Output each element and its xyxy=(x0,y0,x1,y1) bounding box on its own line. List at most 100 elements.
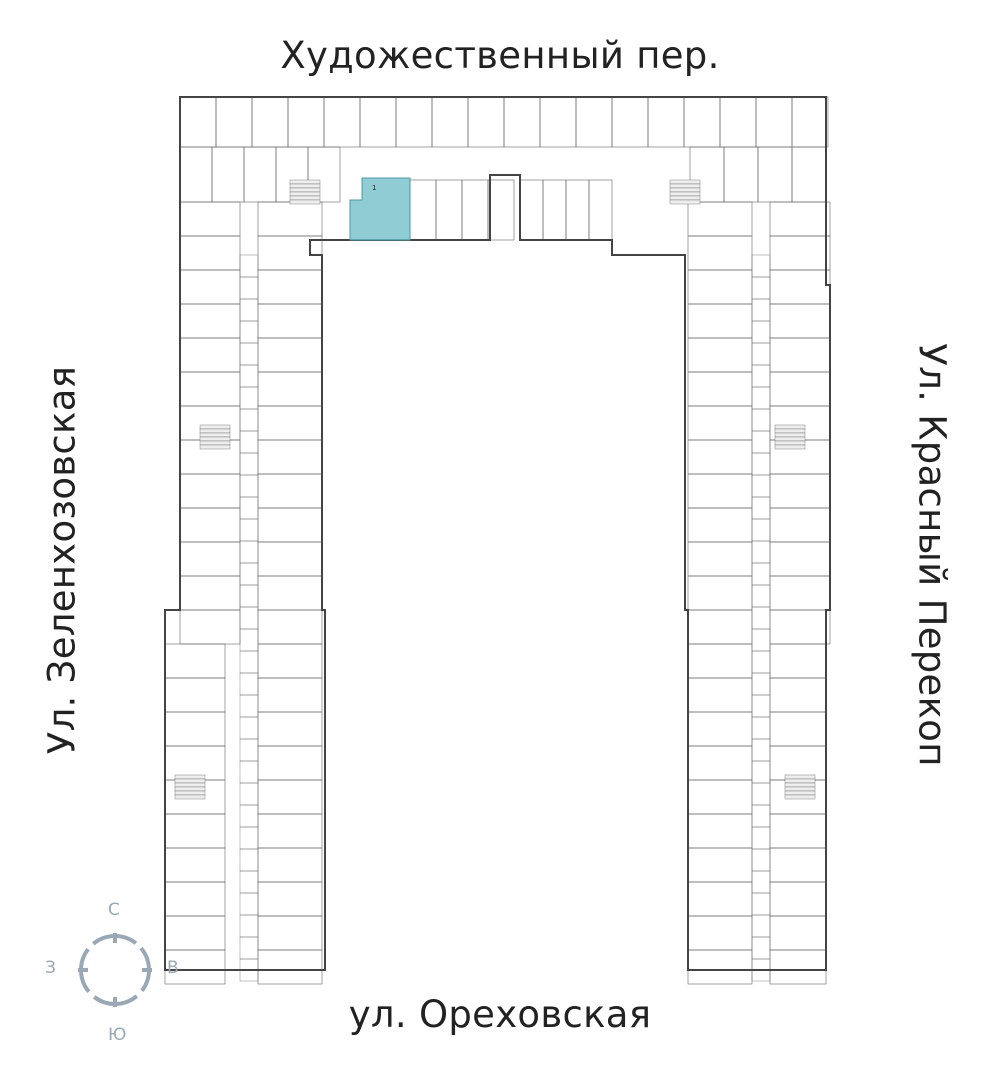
room xyxy=(435,179,463,241)
room xyxy=(179,473,241,509)
room xyxy=(669,191,701,197)
room xyxy=(769,881,827,917)
room xyxy=(239,386,259,410)
room xyxy=(239,694,259,718)
outer-wall xyxy=(164,96,831,971)
room xyxy=(751,540,771,564)
room xyxy=(199,436,231,442)
room xyxy=(239,606,259,630)
room xyxy=(751,386,771,410)
room xyxy=(164,847,226,883)
room xyxy=(239,782,259,806)
room xyxy=(239,672,259,696)
room xyxy=(179,96,217,148)
room xyxy=(431,96,469,148)
room xyxy=(179,507,241,543)
room xyxy=(323,96,361,148)
room xyxy=(687,813,753,849)
room xyxy=(751,914,771,938)
room xyxy=(257,813,323,849)
room xyxy=(539,96,577,148)
room xyxy=(769,337,831,373)
room xyxy=(769,371,831,407)
room xyxy=(774,436,806,442)
room xyxy=(164,677,226,713)
room xyxy=(239,298,259,322)
room xyxy=(751,342,771,366)
room xyxy=(239,914,259,938)
room xyxy=(239,892,259,916)
room xyxy=(769,813,827,849)
room xyxy=(289,183,321,189)
room xyxy=(588,179,613,241)
room xyxy=(687,643,753,679)
room xyxy=(239,628,259,652)
compass-east: В xyxy=(167,958,179,978)
room xyxy=(174,782,206,788)
room xyxy=(239,650,259,674)
room xyxy=(179,575,241,611)
room xyxy=(174,778,206,784)
room xyxy=(257,711,323,747)
highlighted-apartment[interactable]: 1 xyxy=(349,177,411,241)
room xyxy=(239,364,259,388)
room xyxy=(769,541,831,577)
room xyxy=(751,826,771,850)
room xyxy=(774,428,806,434)
room xyxy=(239,452,259,476)
room xyxy=(769,575,831,611)
room xyxy=(289,191,321,197)
room xyxy=(199,432,231,438)
compass-north: С xyxy=(108,900,120,920)
building-outline xyxy=(164,96,831,971)
room xyxy=(769,269,831,305)
room xyxy=(164,813,226,849)
room xyxy=(575,96,613,148)
room xyxy=(487,179,515,241)
room xyxy=(751,694,771,718)
room xyxy=(751,936,771,960)
room xyxy=(757,146,793,203)
room xyxy=(239,738,259,762)
room xyxy=(751,298,771,322)
room xyxy=(774,432,806,438)
room xyxy=(687,235,753,271)
room xyxy=(211,146,245,203)
room xyxy=(287,96,325,148)
room xyxy=(164,881,226,917)
room xyxy=(751,430,771,454)
room xyxy=(307,146,341,203)
room xyxy=(751,870,771,894)
room xyxy=(669,183,701,189)
room xyxy=(791,146,827,203)
room xyxy=(769,711,827,747)
room xyxy=(239,342,259,366)
room xyxy=(239,430,259,454)
room xyxy=(289,195,321,201)
room xyxy=(257,643,323,679)
room xyxy=(257,881,323,917)
room xyxy=(751,408,771,432)
room xyxy=(647,96,685,148)
room xyxy=(243,146,277,203)
room xyxy=(751,848,771,872)
room xyxy=(751,672,771,696)
room xyxy=(687,677,753,713)
room xyxy=(179,146,213,203)
room xyxy=(669,187,701,193)
room xyxy=(289,199,321,205)
room xyxy=(687,269,753,305)
room xyxy=(751,606,771,630)
room xyxy=(751,738,771,762)
room xyxy=(769,201,831,237)
room xyxy=(251,96,289,148)
room xyxy=(751,584,771,608)
room xyxy=(289,179,321,185)
room xyxy=(503,96,541,148)
room xyxy=(687,405,753,441)
room xyxy=(179,201,241,237)
room xyxy=(239,518,259,542)
room xyxy=(257,949,323,985)
room xyxy=(239,320,259,344)
